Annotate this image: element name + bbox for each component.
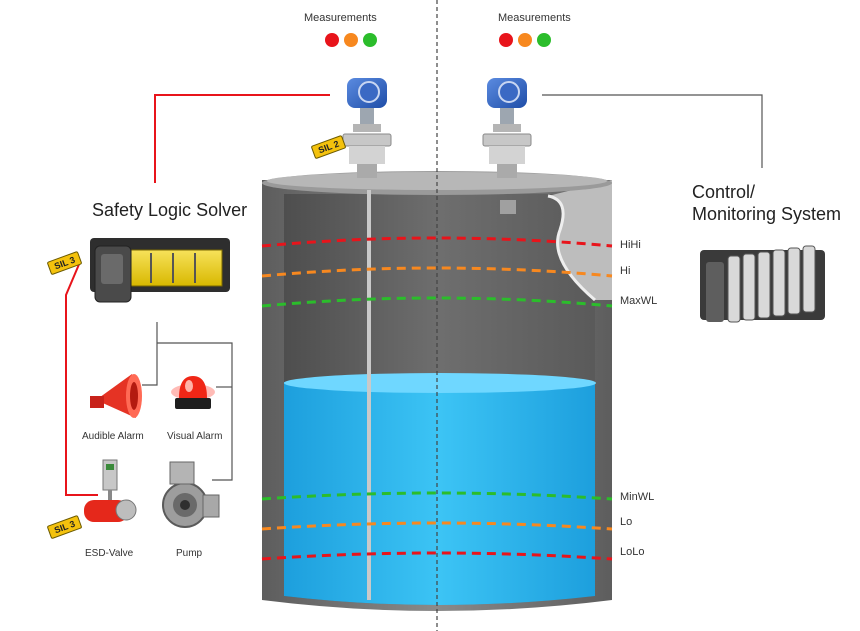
esd-valve-icon bbox=[84, 459, 137, 522]
level-line-lo bbox=[261, 521, 613, 531]
radar-antenna bbox=[500, 200, 516, 214]
audible-alarm-icon bbox=[90, 374, 142, 418]
transmitter-sil2 bbox=[342, 78, 392, 178]
pump-icon bbox=[162, 461, 220, 528]
measurement-indicators-right bbox=[499, 33, 551, 47]
liquid-surface bbox=[284, 373, 596, 393]
control-system-hardware bbox=[700, 245, 825, 323]
transmitter-control bbox=[482, 78, 532, 178]
visual-alarm-label: Visual Alarm bbox=[167, 431, 223, 442]
esd-valve-label: ESD-Valve bbox=[85, 548, 134, 559]
level-line-minwl bbox=[261, 491, 613, 501]
measurement-indicators-left bbox=[325, 33, 377, 47]
level-label-lo: Lo bbox=[620, 516, 633, 528]
control-wiring bbox=[142, 94, 763, 481]
safety-wiring bbox=[65, 94, 330, 496]
level-line-maxwl bbox=[261, 296, 613, 308]
measurements-label-left: Measurements bbox=[304, 12, 377, 24]
level-label-lolo: LoLo bbox=[620, 546, 645, 558]
liquid bbox=[284, 375, 595, 605]
control-system-title-line1: Control/ bbox=[692, 182, 756, 202]
measurements-label-right: Measurements bbox=[498, 12, 571, 24]
level-line-lolo bbox=[261, 551, 613, 561]
level-label-hihi: HiHi bbox=[620, 239, 641, 251]
pump-label: Pump bbox=[176, 548, 203, 559]
visual-alarm-icon bbox=[171, 376, 215, 409]
level-label-minwl: MinWL bbox=[620, 491, 655, 503]
safety-logic-solver-title: Safety Logic Solver bbox=[92, 200, 248, 220]
level-label-maxwl: MaxWL bbox=[620, 295, 658, 307]
level-label-hi: Hi bbox=[620, 265, 631, 277]
tank bbox=[262, 171, 612, 611]
level-line-hi bbox=[261, 266, 613, 278]
level-lines bbox=[261, 236, 613, 561]
audible-alarm-label: Audible Alarm bbox=[82, 431, 144, 442]
safety-logic-solver-hardware bbox=[90, 238, 230, 303]
control-system-title-line2: Monitoring System bbox=[692, 204, 842, 224]
level-line-hihi bbox=[261, 236, 613, 248]
guided-wave-probe bbox=[367, 190, 371, 600]
